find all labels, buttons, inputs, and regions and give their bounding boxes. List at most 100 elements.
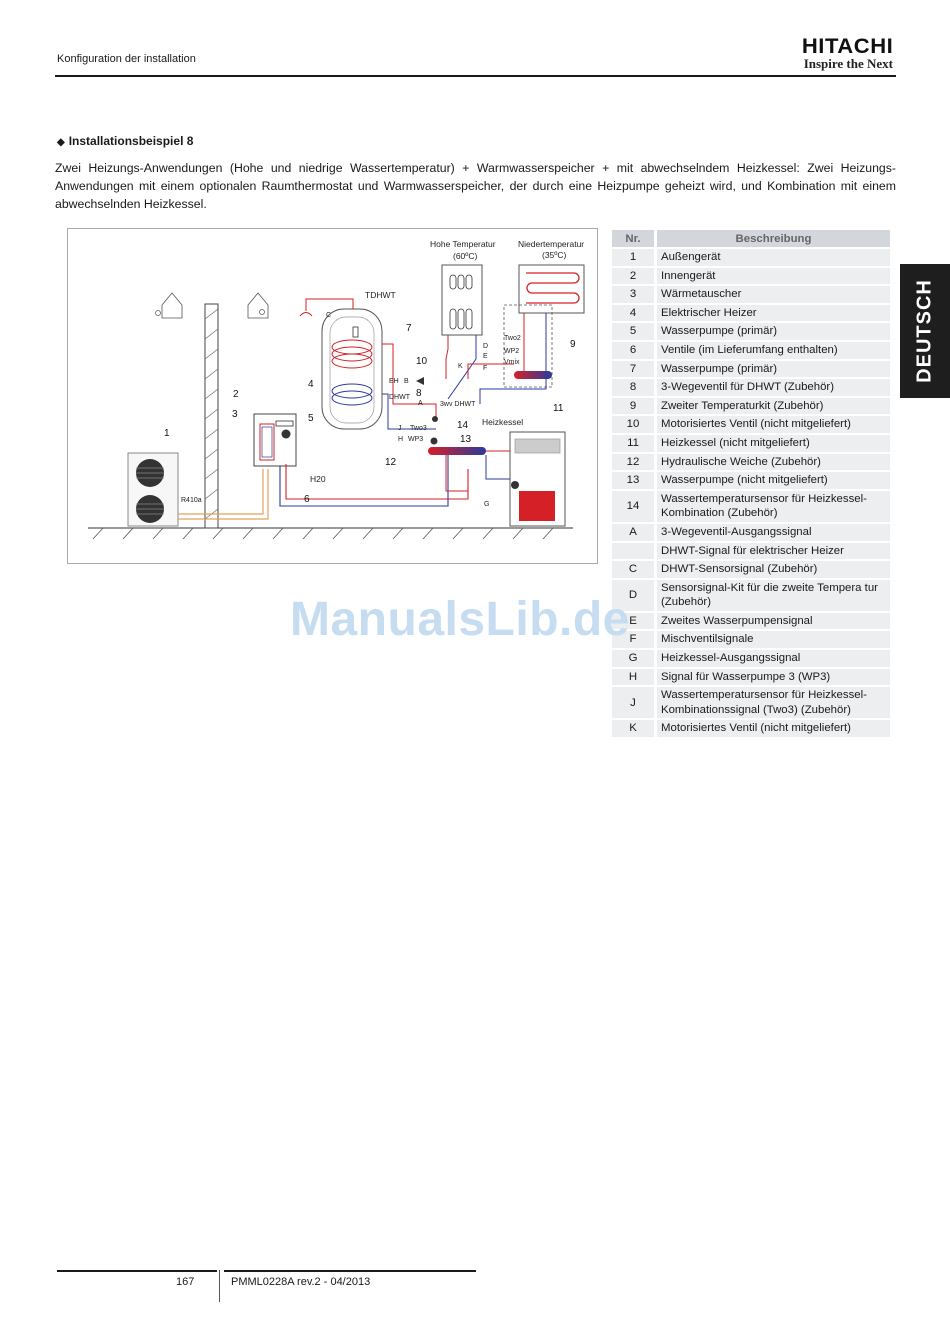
legend-row-nr: 2	[612, 267, 657, 285]
label-h20: H20	[310, 474, 326, 484]
room-thermostat-icon	[161, 292, 269, 319]
legend-row-desc: Heizkessel-Ausgangssignal	[657, 650, 890, 667]
section-heading: ◆Installationsbeispiel 8	[57, 134, 193, 148]
label-eh: EH	[389, 378, 399, 385]
legend-row-desc: Innengerät	[657, 267, 890, 285]
legend-header-row: Nr. Beschreibung	[612, 230, 890, 247]
label-two3: Two3	[410, 425, 427, 432]
number-12: 12	[385, 457, 397, 468]
language-side-tab: DEUTSCH	[900, 264, 950, 398]
legend-row-desc: Mischventilsignale	[657, 631, 890, 649]
label-two2: Two2	[504, 335, 521, 342]
legend-row: DHWT-Signal für elektrischer Heizer	[612, 542, 890, 560]
language-side-tab-label: DEUTSCH	[913, 279, 936, 383]
legend-row-desc: 3-Wegeventil für DHWT (Zubehör)	[657, 379, 890, 396]
legend-row-nr: E	[612, 612, 657, 630]
legend-row-desc: DHWT-Sensorsignal (Zubehör)	[657, 561, 890, 578]
number-6: 6	[304, 494, 310, 505]
number-11: 11	[553, 403, 564, 414]
section-heading-text: Installationsbeispiel 8	[68, 134, 194, 148]
legend-header-nr: Nr.	[612, 230, 657, 247]
number-3: 3	[232, 409, 238, 420]
header-divider	[55, 75, 896, 77]
document-reference: PMML0228A rev.2 - 04/2013	[231, 1276, 371, 1288]
legend-row-nr: 3	[612, 286, 657, 303]
legend-row-nr: 7	[612, 360, 657, 378]
legend-row-nr: 1	[612, 249, 657, 266]
label-k: K	[458, 363, 463, 370]
legend-row-nr: 9	[612, 397, 657, 415]
dhw-tank	[321, 308, 383, 430]
legend-row-desc: Heizkessel (nicht mitgeliefert)	[657, 434, 890, 452]
hitachi-logo: HITACHI Inspire the Next	[802, 36, 893, 71]
logo-brand: HITACHI	[801, 35, 893, 58]
number-7: 7	[406, 323, 412, 334]
label-wp3: WP3	[408, 436, 423, 443]
number-8: 8	[416, 388, 422, 399]
label-boiler: Heizkessel	[482, 417, 523, 427]
legend-row-nr: F	[612, 631, 657, 649]
number-1: 1	[164, 428, 170, 439]
legend-row-nr: K	[612, 720, 657, 738]
legend-row-nr	[612, 542, 657, 560]
label-g: G	[484, 501, 489, 508]
hydraulic-separator	[428, 447, 486, 455]
header-title: Konfiguration der installation	[57, 53, 196, 65]
number-14: 14	[457, 420, 469, 431]
label-dhwt: DHWT	[389, 394, 411, 401]
legend-row-nr: 14	[612, 490, 657, 522]
installation-diagram-svg: Hohe Temperatur (60ºC) Niedertemperatur …	[88, 239, 585, 540]
label-f: F	[483, 365, 487, 372]
underfloor-low-temp	[518, 264, 585, 314]
number-5: 5	[308, 413, 314, 424]
label-e: E	[483, 353, 488, 360]
legend-row-nr: 4	[612, 304, 657, 322]
label-tdhwt: TDHWT	[365, 290, 396, 300]
legend-row-desc: Wärmetauscher	[657, 286, 890, 303]
label-d: D	[483, 343, 488, 350]
legend-row-desc: Wasserpumpe (primär)	[657, 323, 890, 340]
label-low-temp-value: (35ºC)	[542, 250, 567, 260]
legend-row-nr: G	[612, 650, 657, 667]
label-r410a: R410a	[181, 497, 202, 504]
legend-row-nr: 5	[612, 323, 657, 340]
watermark: ManualsLib.de	[290, 593, 630, 646]
legend-row-nr: 13	[612, 472, 657, 489]
legend-row-nr: 10	[612, 416, 657, 433]
footer-divider-right	[224, 1270, 476, 1272]
legend-row-desc: DHWT-Signal für elektrischer Heizer	[657, 542, 890, 560]
label-high-temp-value: (60ºC)	[453, 251, 478, 261]
number-4: 4	[308, 379, 314, 390]
legend-row-desc: Wassertemperatursensor für Heizkessel-Ko…	[657, 687, 890, 719]
logo-tagline: Inspire the Next	[803, 56, 893, 71]
legend-row-desc: Elektrischer Heizer	[657, 304, 890, 322]
label-h: H	[398, 436, 403, 443]
legend-row-desc: Wasserpumpe (nicht mitgeliefert)	[657, 472, 890, 489]
footer-divider-left	[57, 1270, 217, 1272]
legend-row-desc: Zweiter Temperaturkit (Zubehör)	[657, 397, 890, 415]
legend-row-desc: Motorisiertes Ventil (nicht mitgeliefert…	[657, 416, 890, 433]
legend-row-desc: Zweites Wasserpumpensignal	[657, 612, 890, 630]
legend-row-nr: J	[612, 687, 657, 719]
legend-row-nr: 6	[612, 341, 657, 359]
legend-row-nr: 11	[612, 434, 657, 452]
label-high-temp: Hohe Temperatur	[430, 239, 496, 249]
